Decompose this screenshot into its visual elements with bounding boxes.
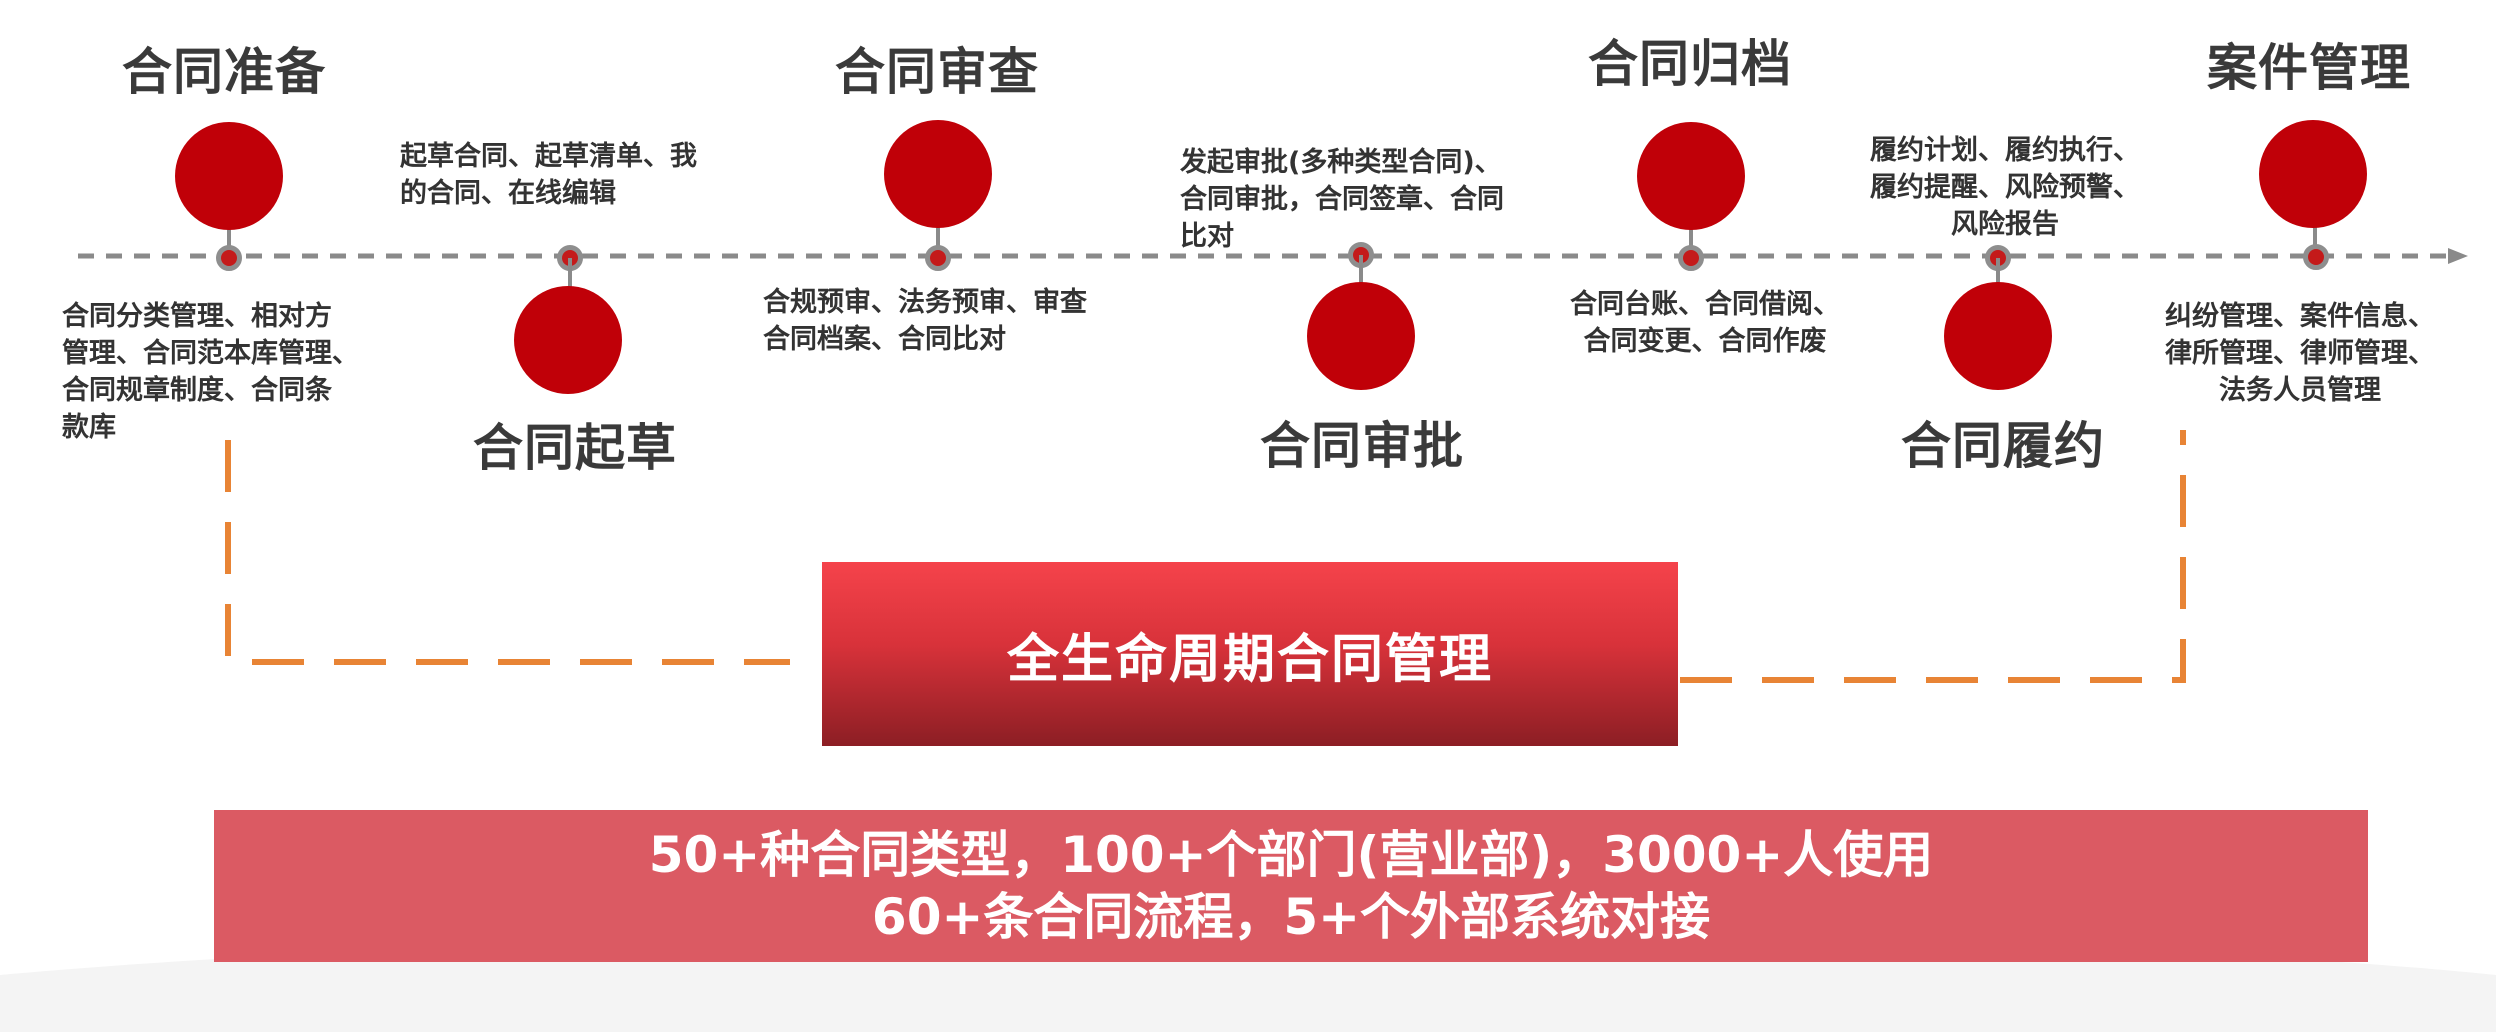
stage-stem-review: [936, 226, 940, 256]
timeline-node-archive: [1678, 245, 1704, 271]
desc-line: 管理、合同范本库管理、: [62, 338, 359, 369]
stage-title-case: 案件管理: [2207, 39, 2411, 97]
desc-line: 纠纷管理、案件信息、: [2165, 301, 2435, 332]
stage-circle-case: [2259, 120, 2367, 228]
desc-line: 合同规章制度、合同条: [62, 375, 332, 406]
stage-desc-draft: 起草合同、起草清单、我 的合同、在线编辑: [400, 138, 697, 212]
stats-line-1: 50+种合同类型，100+个部门(营业部)，3000+人使用: [648, 826, 1934, 884]
center-label: 全生命周期合同管理: [1006, 629, 1493, 690]
stage-desc-approval: 发起审批(多种类型合同)、 合同审批，合同签章、合同 比对: [1180, 144, 1504, 255]
desc-line: 履约提醒、风险预警、: [1870, 172, 2140, 203]
desc-line: 合同审批，合同签章、合同: [1180, 184, 1504, 215]
stage-desc-case: 纠纷管理、案件信息、 律所管理、律师管理、 法务人员管理: [2165, 298, 2435, 409]
timeline-arrowhead: [2448, 248, 2468, 264]
desc-line: 款库: [62, 412, 116, 443]
stats-banner: 50+种合同类型，100+个部门(营业部)，3000+人使用 60+条合同流程，…: [214, 810, 2368, 962]
stage-stem-perform: [1996, 258, 2000, 292]
desc-line: 合同分类管理、相对方: [62, 301, 332, 332]
desc-line: 比对: [1180, 221, 1234, 252]
stage-title-prep: 合同准备: [122, 43, 326, 101]
desc-line: 合同台账、合同借阅、: [1570, 289, 1840, 320]
desc-line: 的合同、在线编辑: [400, 178, 616, 209]
stage-circle-archive: [1637, 122, 1745, 230]
desc-line: 起草合同、起草清单、我: [400, 141, 697, 172]
stats-line-2: 60+条合同流程，5+个外部系统对接: [871, 888, 1711, 946]
stage-title-perform: 合同履约: [1901, 417, 2105, 475]
stage-circle-draft: [514, 286, 622, 394]
stage-stem-draft: [568, 258, 572, 294]
desc-line: 律所管理、律师管理、: [2165, 338, 2435, 369]
stage-desc-perform: 履约计划、履约执行、 履约提醒、风险预警、 风险报告: [1870, 132, 2140, 243]
stage-title-archive: 合同归档: [1588, 35, 1792, 93]
stage-desc-review: 合规预审、法务预审、审查 合同档案、合同比对: [763, 284, 1087, 358]
stage-circle-prep: [175, 122, 283, 230]
desc-line: 风险报告: [1951, 209, 2059, 240]
stage-desc-archive: 合同台账、合同借阅、 合同变更、合同作废: [1570, 286, 1840, 360]
stage-stem-prep: [227, 226, 231, 256]
desc-line: 发起审批(多种类型合同)、: [1180, 147, 1502, 178]
stage-title-review: 合同审查: [835, 43, 1039, 101]
desc-line: 合规预审、法务预审、审查: [763, 287, 1087, 318]
right-bracket-line: [1680, 430, 2186, 683]
stage-circle-perform: [1944, 282, 2052, 390]
stage-title-approval: 合同审批: [1260, 417, 1464, 475]
stage-title-draft: 合同起草: [473, 419, 677, 477]
timeline-node-review: [925, 245, 951, 271]
stage-circle-review: [884, 120, 992, 228]
desc-line: 履约计划、履约执行、: [1870, 135, 2140, 166]
stage-circle-approval: [1307, 282, 1415, 390]
stage-stem-approval: [1359, 255, 1363, 291]
stage-stem-archive: [1689, 226, 1693, 256]
timeline-node-prep: [216, 245, 242, 271]
stage-desc-prep: 合同分类管理、相对方 管理、合同范本库管理、 合同规章制度、合同条 款库: [62, 298, 359, 446]
desc-line: 合同档案、合同比对: [763, 324, 1006, 355]
timeline-node-case: [2303, 244, 2329, 270]
center-label-box: 全生命周期合同管理: [822, 562, 1678, 746]
desc-line: 法务人员管理: [2219, 375, 2381, 406]
desc-line: 合同变更、合同作废: [1583, 326, 1827, 357]
stage-stem-case: [2313, 226, 2317, 256]
left-bracket-line: [225, 440, 790, 665]
